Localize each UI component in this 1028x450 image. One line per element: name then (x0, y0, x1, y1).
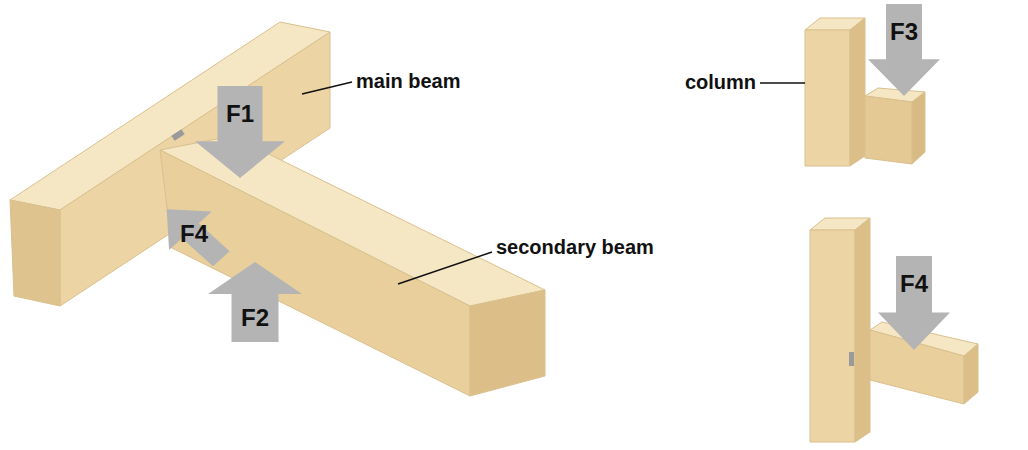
force-label: F3 (868, 4, 940, 59)
force-label: F2 (208, 294, 302, 342)
arrow-fill (208, 262, 302, 342)
metal-connector (171, 129, 184, 141)
column-front (805, 30, 850, 166)
arrow-fill (152, 196, 236, 272)
part-name: secondary beam (496, 236, 654, 259)
arrow-fill (195, 86, 285, 178)
beam-end (964, 344, 978, 404)
short-beam-side (912, 92, 925, 164)
force-label: F4 (878, 256, 950, 312)
leader-line (760, 82, 805, 84)
force-label: F4 (152, 196, 236, 272)
column-side (855, 218, 870, 442)
force-arrow: F4 (152, 196, 236, 272)
short-beam-end (865, 96, 912, 164)
leader-line (302, 82, 352, 94)
column-side (850, 18, 865, 166)
secondary-beam-end (470, 290, 545, 396)
secondary-beam-side (160, 150, 470, 396)
force-arrow: F2 (208, 262, 302, 342)
main-beam-end (10, 200, 60, 306)
arrow-fill (868, 4, 940, 96)
arrow-fill (878, 256, 950, 350)
column-front (810, 230, 855, 442)
metal-connector (849, 352, 854, 366)
force-label: F1 (195, 86, 285, 141)
force-arrow: F4 (878, 256, 950, 350)
arrow-shape (878, 256, 950, 350)
force-arrow: F3 (868, 4, 940, 96)
part-name: column (685, 71, 756, 94)
leader-line (398, 252, 492, 284)
part-name: main beam (356, 70, 460, 93)
force-arrow: F1 (195, 86, 285, 178)
